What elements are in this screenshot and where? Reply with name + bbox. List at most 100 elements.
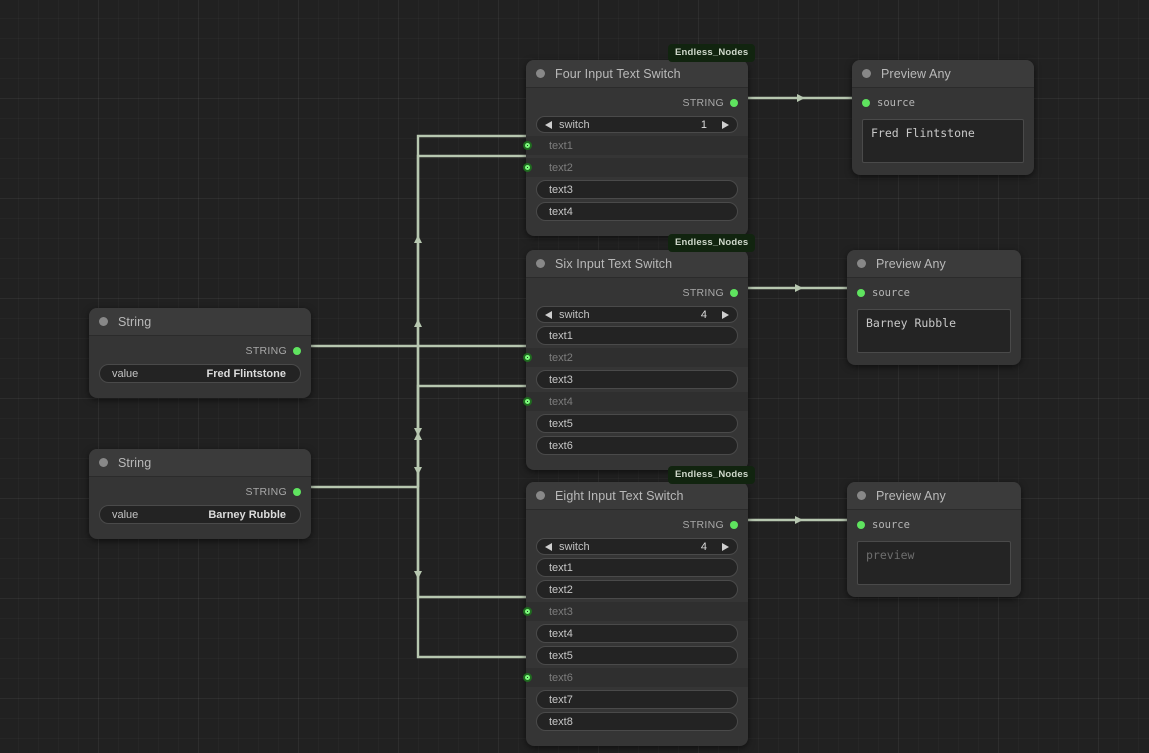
output-label: STRING: [682, 519, 724, 531]
widget-value-text: Fred Flintstone: [206, 367, 286, 380]
widget-value-text: Barney Rubble: [208, 508, 286, 521]
input-slot-text2[interactable]: text2: [536, 580, 738, 599]
node-preview-any-2[interactable]: Preview Any source Barney Rubble: [847, 250, 1021, 365]
input-slot-label: text3: [549, 605, 573, 618]
node-title-text: Preview Any: [876, 256, 946, 271]
node-title-bar[interactable]: Preview Any: [847, 482, 1021, 510]
input-port-dot-icon[interactable]: [523, 353, 532, 362]
input-slot-text6[interactable]: text6: [536, 436, 738, 455]
node-title-bar[interactable]: Six Input Text Switch: [526, 250, 748, 278]
node-preview-any-3[interactable]: Preview Any source preview: [847, 482, 1021, 597]
input-slot-text4[interactable]: text4: [523, 392, 748, 411]
collapse-dot-icon[interactable]: [536, 259, 545, 268]
collapse-dot-icon[interactable]: [857, 259, 866, 268]
input-slot-source[interactable]: source: [857, 516, 1011, 534]
input-slot-text3[interactable]: text3: [523, 602, 748, 621]
input-slot-text1[interactable]: text1: [536, 558, 738, 577]
input-slot-label: text2: [549, 351, 573, 364]
input-port-dot-icon[interactable]: [523, 397, 532, 406]
widget-switch[interactable]: switch 4: [536, 538, 738, 555]
input-slot-text2[interactable]: text2: [523, 158, 748, 177]
node-body: STRING switch 4 text1 text2 text3 tex: [523, 278, 748, 470]
input-port-dot-icon[interactable]: [523, 141, 532, 150]
node-body: source preview: [847, 510, 1021, 597]
preview-text-output[interactable]: Barney Rubble: [857, 309, 1011, 353]
input-slot-text5[interactable]: text5: [536, 414, 738, 433]
widget-value[interactable]: value Fred Flintstone: [99, 364, 301, 383]
output-port-dot-icon[interactable]: [293, 347, 301, 355]
output-label: STRING: [245, 486, 287, 498]
collapse-dot-icon[interactable]: [99, 458, 108, 467]
node-title-bar[interactable]: Preview Any: [847, 250, 1021, 278]
input-slot-text3[interactable]: text3: [536, 180, 738, 199]
node-title-bar[interactable]: String: [89, 308, 311, 336]
node-eight-input-text-switch[interactable]: Eight Input Text Switch STRING switch 4 …: [523, 482, 748, 746]
node-title-bar[interactable]: Eight Input Text Switch: [526, 482, 748, 510]
next-arrow-icon[interactable]: [722, 542, 729, 551]
output-port-dot-icon[interactable]: [730, 289, 738, 297]
input-slot-source[interactable]: source: [857, 284, 1011, 302]
input-port-dot-icon[interactable]: [523, 673, 532, 682]
input-slot-text6[interactable]: text6: [523, 668, 748, 687]
preview-text-output[interactable]: Fred Flintstone: [862, 119, 1024, 163]
input-slot-text7[interactable]: text7: [536, 690, 738, 709]
input-slot-text1[interactable]: text1: [523, 136, 748, 155]
input-slot-label: text4: [549, 627, 573, 640]
node-title-text: Four Input Text Switch: [555, 66, 681, 81]
input-slot-text4[interactable]: text4: [536, 624, 738, 643]
input-slot-label: text1: [549, 329, 573, 342]
prev-arrow-icon[interactable]: [545, 310, 552, 319]
node-string-2[interactable]: String STRING value Barney Rubble: [89, 449, 311, 539]
input-slot-text3[interactable]: text3: [536, 370, 738, 389]
node-body: source Fred Flintstone: [852, 88, 1034, 175]
node-preview-any-1[interactable]: Preview Any source Fred Flintstone: [852, 60, 1034, 175]
output-slot-string[interactable]: STRING: [536, 94, 738, 112]
output-slot-string[interactable]: STRING: [99, 342, 301, 360]
input-slot-text8[interactable]: text8: [536, 712, 738, 731]
node-title-bar[interactable]: Four Input Text Switch: [526, 60, 748, 88]
next-arrow-icon[interactable]: [722, 310, 729, 319]
output-slot-string[interactable]: STRING: [99, 483, 301, 501]
widget-value-text: 4: [700, 308, 707, 321]
input-slot-text2[interactable]: text2: [523, 348, 748, 367]
prev-arrow-icon[interactable]: [545, 542, 552, 551]
node-six-input-text-switch[interactable]: Six Input Text Switch STRING switch 4 te…: [523, 250, 748, 470]
collapse-dot-icon[interactable]: [99, 317, 108, 326]
node-title-text: Six Input Text Switch: [555, 256, 673, 271]
input-port-dot-icon[interactable]: [857, 289, 865, 297]
node-four-input-text-switch[interactable]: Four Input Text Switch STRING switch 1 t…: [523, 60, 748, 236]
collapse-dot-icon[interactable]: [857, 491, 866, 500]
input-slot-text5[interactable]: text5: [536, 646, 738, 665]
output-slot-string[interactable]: STRING: [536, 516, 738, 534]
widget-value[interactable]: value Barney Rubble: [99, 505, 301, 524]
node-title-bar[interactable]: String: [89, 449, 311, 477]
input-slot-text1[interactable]: text1: [536, 326, 738, 345]
collapse-dot-icon[interactable]: [536, 491, 545, 500]
widget-switch[interactable]: switch 4: [536, 306, 738, 323]
input-slot-label: text3: [549, 183, 573, 196]
preview-text-output[interactable]: preview: [857, 541, 1011, 585]
input-slot-source[interactable]: source: [862, 94, 1024, 112]
input-port-dot-icon[interactable]: [523, 607, 532, 616]
input-port-dot-icon[interactable]: [862, 99, 870, 107]
widget-label: switch: [559, 308, 590, 321]
collapse-dot-icon[interactable]: [536, 69, 545, 78]
node-title-bar[interactable]: Preview Any: [852, 60, 1034, 88]
prev-arrow-icon[interactable]: [545, 120, 552, 129]
output-slot-string[interactable]: STRING: [536, 284, 738, 302]
collapse-dot-icon[interactable]: [862, 69, 871, 78]
node-body: STRING switch 1 text1 text2 text3 tex: [523, 88, 748, 236]
output-port-dot-icon[interactable]: [293, 488, 301, 496]
output-port-dot-icon[interactable]: [730, 521, 738, 529]
node-title-text: Eight Input Text Switch: [555, 488, 684, 503]
input-slot-text4[interactable]: text4: [536, 202, 738, 221]
node-string-1[interactable]: String STRING value Fred Flintstone: [89, 308, 311, 398]
node-title-text: Preview Any: [881, 66, 951, 81]
input-slot-label: text2: [549, 161, 573, 174]
next-arrow-icon[interactable]: [722, 120, 729, 129]
widget-switch[interactable]: switch 1: [536, 116, 738, 133]
output-port-dot-icon[interactable]: [730, 99, 738, 107]
input-port-dot-icon[interactable]: [523, 163, 532, 172]
input-port-dot-icon[interactable]: [857, 521, 865, 529]
